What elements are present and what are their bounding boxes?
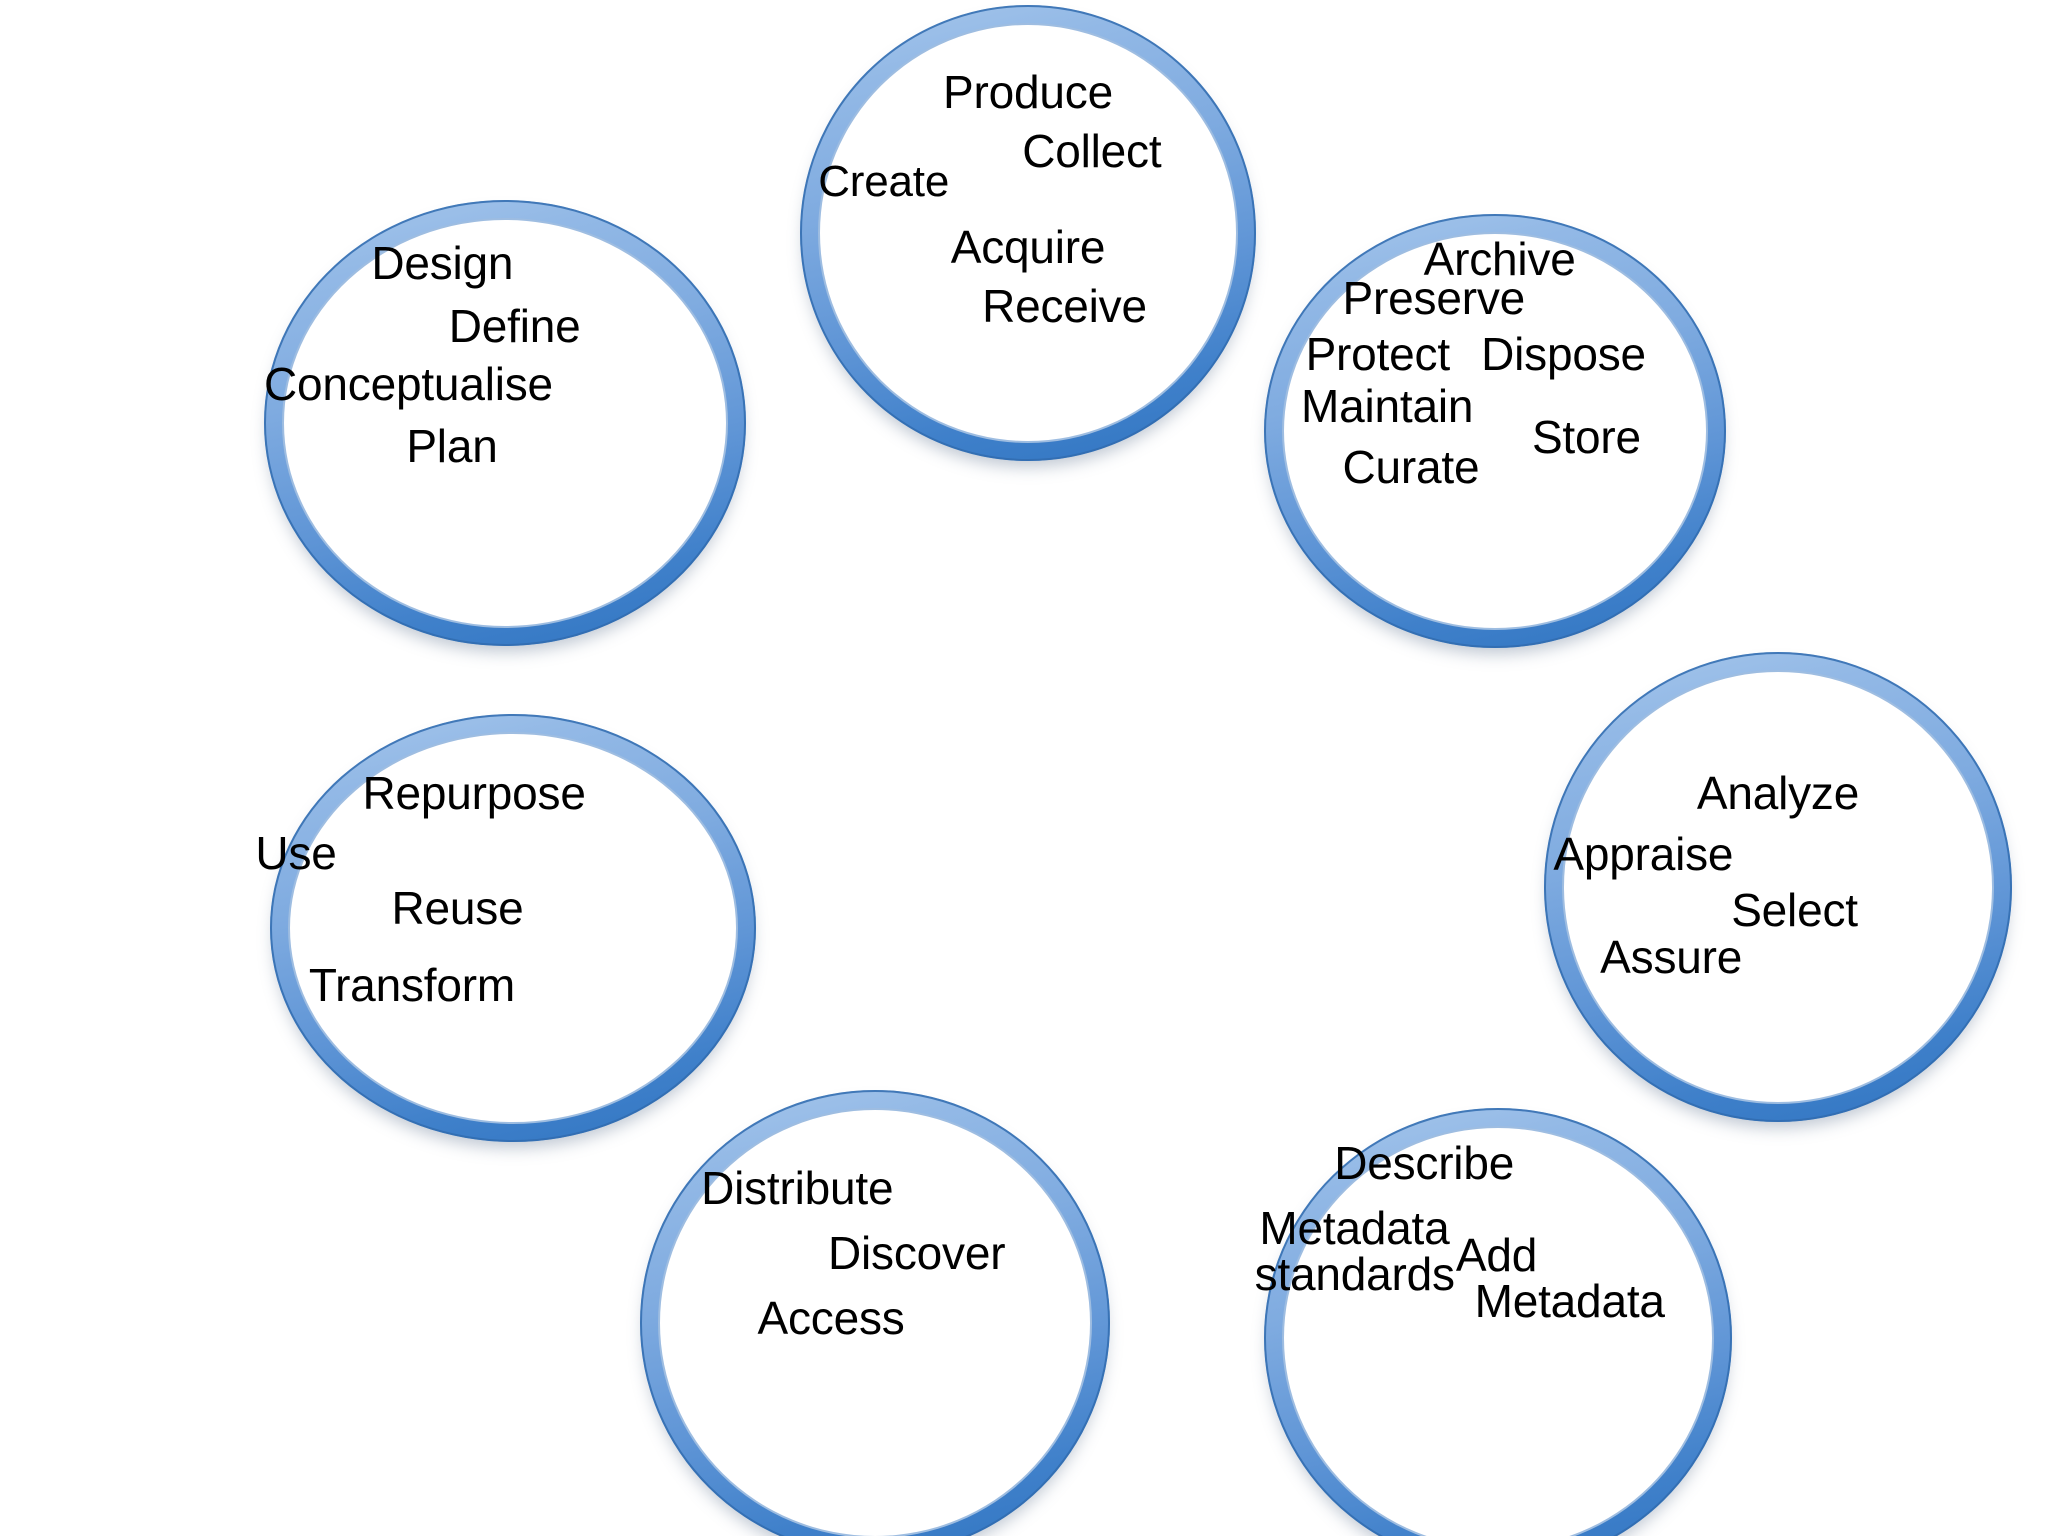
- stage-word: Access: [757, 1292, 905, 1345]
- circle-ring: [800, 5, 1256, 461]
- circle-disc: [282, 218, 728, 628]
- stage-word: Transform: [308, 959, 515, 1012]
- stage-word: Describe: [1334, 1137, 1515, 1190]
- stage-word: Reuse: [391, 882, 524, 935]
- stage-word: Conceptualise: [264, 357, 553, 410]
- stage-word: Create: [818, 157, 950, 207]
- stage-word: Acquire: [950, 220, 1106, 273]
- circle-disc: [658, 1108, 1092, 1536]
- stage-word: Analyze: [1696, 766, 1860, 819]
- circle-ring: [270, 714, 756, 1142]
- stage-word: Store: [1531, 410, 1641, 463]
- stage-word: Dispose: [1481, 328, 1646, 381]
- stage-word: Preserve: [1342, 271, 1526, 324]
- stage-word: Distribute: [701, 1161, 894, 1214]
- stage-word: Define: [448, 299, 581, 352]
- stage-word: Use: [255, 826, 337, 879]
- stage-word: Discover: [828, 1226, 1006, 1279]
- stage-word: Maintain: [1300, 380, 1474, 433]
- stage-word: Produce: [943, 65, 1113, 118]
- stage-word: Design: [371, 237, 514, 290]
- circle-ring: [264, 200, 746, 646]
- stage-word: Select: [1731, 884, 1858, 936]
- circle-ring: [1264, 1108, 1732, 1536]
- circle-ring: [1264, 214, 1726, 648]
- stage-word: Protect: [1305, 328, 1451, 381]
- stage-word: Metadata: [1474, 1275, 1665, 1328]
- stage-word: Plan: [406, 420, 498, 472]
- stage-word: Curate: [1342, 441, 1480, 494]
- stage-word: Receive: [982, 280, 1147, 333]
- circle-ring: [1544, 652, 2012, 1122]
- stage-word: Appraise: [1553, 827, 1734, 880]
- circle-disc: [288, 732, 738, 1124]
- circle-disc: [1282, 1126, 1714, 1536]
- stage-word: standards: [1254, 1247, 1455, 1300]
- circle-disc: [1562, 670, 1994, 1104]
- stage-word: Archive: [1423, 232, 1576, 285]
- stage-word: Metadata: [1259, 1201, 1450, 1254]
- circle-disc: [818, 23, 1238, 443]
- stage-word: Repurpose: [362, 766, 586, 819]
- stage-word: Collect: [1022, 125, 1162, 178]
- stage-word: Assure: [1600, 931, 1743, 983]
- stage-word: Add: [1455, 1229, 1538, 1282]
- circle-ring: [640, 1090, 1110, 1536]
- circle-disc: [1282, 232, 1708, 630]
